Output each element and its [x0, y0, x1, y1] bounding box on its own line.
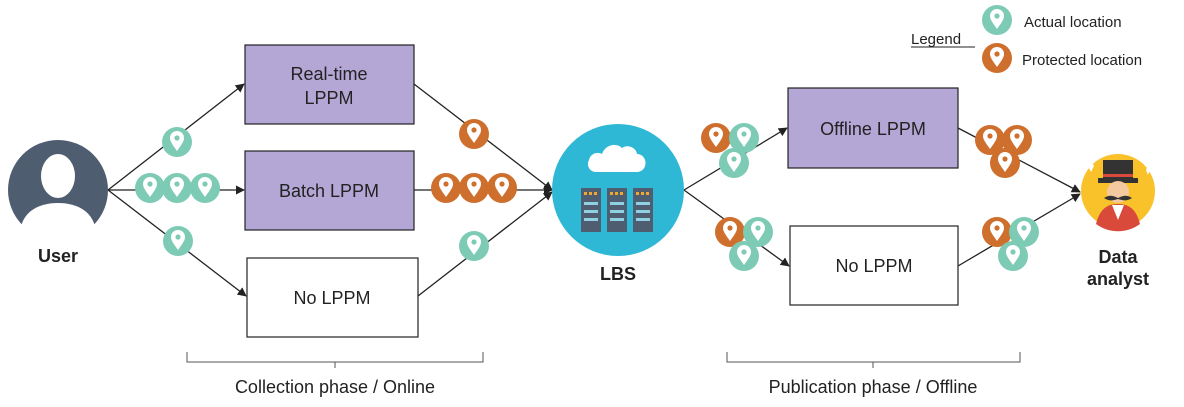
map-pin-icon: [459, 119, 489, 149]
no-lppm-right-label: No LPPM: [835, 256, 912, 276]
realtime-label-1: Real-time: [290, 64, 367, 84]
no-lppm-right-box: No LPPM: [789, 225, 959, 306]
analyst-actor: Data analyst: [1081, 154, 1155, 289]
analyst-label-1: Data: [1098, 247, 1138, 267]
map-pin-icon: [431, 173, 461, 203]
collection-output-pins: [431, 119, 517, 261]
realtime-label-2: LPPM: [304, 88, 353, 108]
map-pin-icon: [459, 173, 489, 203]
batch-label: Batch LPPM: [279, 181, 379, 201]
batch-lppm-box: Batch LPPM: [244, 150, 415, 231]
legend-actual-label: Actual location: [1024, 14, 1122, 31]
legend-title: Legend: [911, 31, 961, 48]
map-pin-icon: [990, 148, 1020, 178]
no-lppm-left-label: No LPPM: [293, 288, 370, 308]
realtime-lppm-box: Real-time LPPM: [244, 44, 415, 125]
map-pin-icon: [487, 173, 517, 203]
map-pin-icon: [459, 231, 489, 261]
publication-phase-label: Publication phase / Offline: [769, 377, 978, 397]
legend: Legend Actual location Protected locatio…: [911, 5, 1142, 73]
map-pin-icon: [729, 241, 759, 271]
publication-phase-bracket: [726, 352, 1021, 368]
map-pin-icon: [190, 173, 220, 203]
protected-location-icon: [982, 43, 1012, 73]
collection-input-pins: [135, 127, 220, 256]
map-pin-icon: [163, 226, 193, 256]
user-label: User: [38, 246, 78, 266]
legend-protected-label: Protected location: [1022, 52, 1142, 69]
map-pin-icon: [135, 173, 165, 203]
user-actor: User: [8, 140, 108, 266]
offline-label: Offline LPPM: [820, 119, 926, 139]
magician-icon: [1088, 160, 1150, 232]
user-silhouette-icon: [20, 154, 96, 250]
map-pin-icon: [719, 148, 749, 178]
no-lppm-left-box: No LPPM: [246, 257, 419, 338]
collection-phase-bracket: [186, 352, 484, 368]
actual-location-icon: [982, 5, 1012, 35]
offline-lppm-box: Offline LPPM: [787, 87, 959, 169]
lbs-actor: LBS: [552, 124, 684, 284]
lbs-label: LBS: [600, 264, 636, 284]
map-pin-icon: [162, 173, 192, 203]
map-pin-icon: [998, 241, 1028, 271]
publication-output-pins: [975, 125, 1039, 271]
cloud-server-icon: [581, 144, 653, 232]
publication-input-pins: [701, 123, 773, 271]
collection-phase-label: Collection phase / Online: [235, 377, 435, 397]
analyst-label-2: analyst: [1087, 269, 1149, 289]
map-pin-icon: [701, 123, 731, 153]
map-pin-icon: [162, 127, 192, 157]
